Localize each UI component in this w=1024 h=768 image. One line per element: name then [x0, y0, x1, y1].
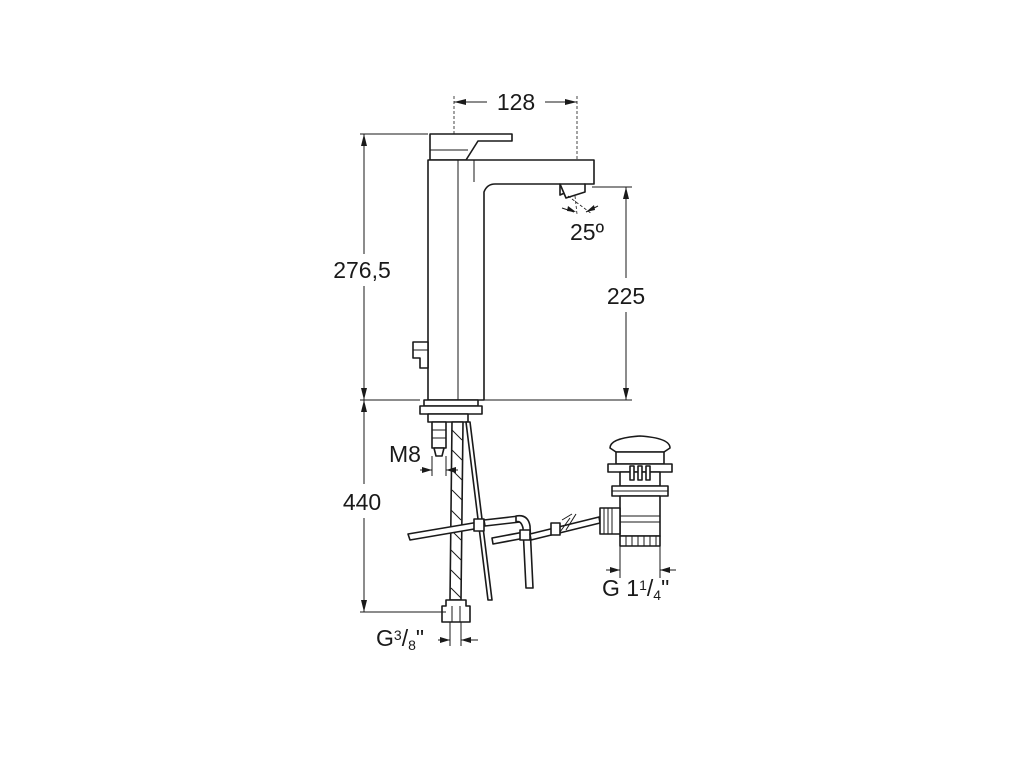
dimension-hose-length: 440	[343, 400, 446, 613]
spout-angle-label: 25º	[570, 219, 605, 245]
waste-valve	[599, 435, 673, 547]
total-height-label: 276,5	[333, 257, 391, 283]
dimension-stud-thread: M8	[389, 441, 458, 476]
waste-plug	[609, 435, 671, 453]
dimension-waste-connection: G 11/4"	[602, 546, 676, 603]
threaded-stud	[431, 421, 447, 449]
outlet-height-label: 225	[607, 283, 645, 309]
hose-nut	[441, 599, 471, 623]
mounting-assembly	[419, 399, 483, 457]
spout-reach-label: 128	[497, 89, 535, 115]
hose-length-label: 440	[343, 489, 381, 515]
dimension-total-height: 276,5	[333, 133, 428, 401]
dimension-spout-angle: 25º	[561, 195, 605, 245]
dimension-outlet-height: 225	[484, 186, 645, 401]
faucet-body	[412, 133, 595, 401]
waste-connection-label: G 11/4"	[602, 575, 669, 603]
dimension-hose-connection: G3/8"	[376, 622, 478, 653]
waste-outlet-thread	[619, 535, 661, 547]
lever-handle	[429, 133, 513, 161]
popup-linkage	[407, 421, 601, 601]
hose-connection-label: G3/8"	[376, 625, 424, 653]
stud-thread-label: M8	[389, 441, 421, 467]
aerator	[559, 183, 586, 199]
popup-rod-knob	[412, 341, 429, 369]
dimension-spout-reach: 128	[453, 89, 578, 160]
flexible-hose	[441, 421, 471, 623]
